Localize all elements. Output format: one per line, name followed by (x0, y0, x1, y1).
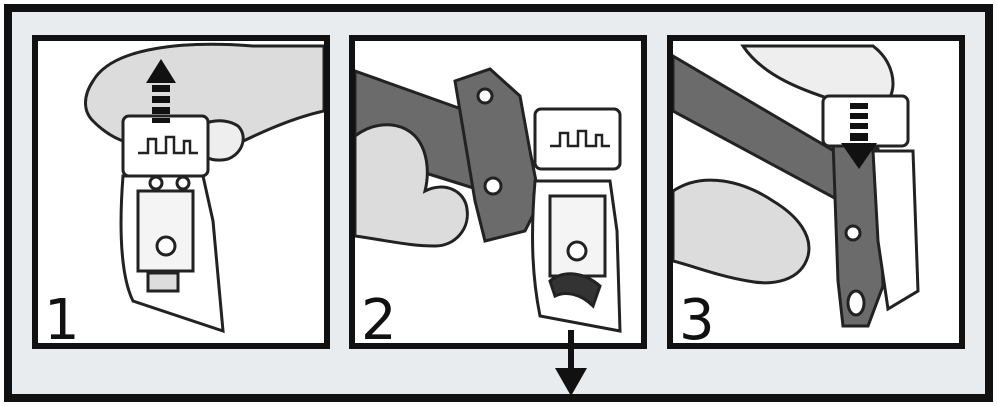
step-1-illustration (38, 41, 324, 343)
step-number-3: 3 (679, 293, 715, 349)
step-3-illustration (673, 41, 959, 343)
step-number-2: 2 (361, 293, 397, 349)
down-arrow-icon (555, 330, 587, 396)
hand-illustration (743, 46, 893, 103)
holder-body (533, 181, 620, 331)
tab-cap (123, 116, 208, 176)
step-panel-3: 3 (667, 35, 965, 349)
tab-cap (535, 109, 620, 169)
step-panel-1: 1 (32, 35, 330, 349)
holder-body (121, 176, 223, 331)
step-2-illustration (355, 41, 641, 343)
step-number-1: 1 (44, 293, 80, 349)
step-panel-2: 2 (349, 35, 647, 349)
hand-illustration (673, 180, 809, 283)
